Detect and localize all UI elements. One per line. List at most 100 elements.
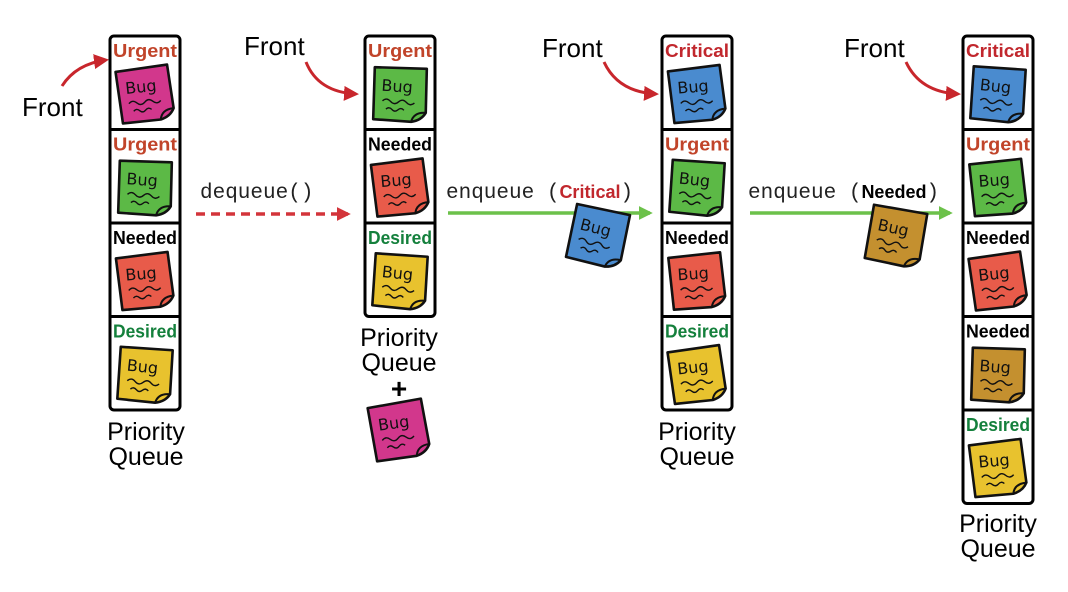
- enqueue-critical-operation: enqueue (Critical): [446, 182, 653, 220]
- note-scribble: [981, 192, 1015, 199]
- note-scribble: [986, 294, 1006, 300]
- priority-label: Desired: [113, 322, 177, 342]
- bug-note: Bug: [116, 159, 174, 217]
- enqueue-word: enqueue: [748, 182, 836, 205]
- bug-text: Bug: [978, 450, 1011, 472]
- enqueue-needed-label: enqueue (Needed): [748, 182, 939, 205]
- paren-close: ): [926, 182, 939, 205]
- queue-title-1: Priority Queue: [107, 418, 185, 471]
- bug-text: Bug: [377, 412, 411, 435]
- note-scribble: [128, 286, 162, 293]
- plus-sign: +: [391, 373, 407, 404]
- front-arrow: [602, 61, 659, 101]
- bug-note: Bug: [667, 251, 727, 311]
- bug-text: Bug: [677, 76, 710, 98]
- note-curl: [154, 393, 171, 404]
- dequeued-bug-note: Bug: [366, 397, 431, 463]
- bug-note: Bug: [114, 250, 175, 312]
- note-scribble: [684, 294, 704, 300]
- enqueue-needed-operation: enqueue (Needed): [748, 182, 953, 220]
- note-curl: [155, 205, 171, 216]
- note-scribble: [580, 246, 599, 253]
- bug-note: Bug: [366, 397, 431, 463]
- note-scribble: [678, 191, 712, 200]
- note-curl: [415, 442, 430, 456]
- paren-close: ): [620, 182, 633, 205]
- note-scribble: [878, 247, 898, 253]
- note-scribble: [680, 99, 714, 106]
- note-curl: [159, 107, 174, 120]
- dequeue-operation: dequeue(): [196, 182, 351, 221]
- priority-label: Urgent: [113, 41, 177, 61]
- note-scribble: [680, 286, 714, 293]
- queue-title-line2: Queue: [659, 443, 734, 471]
- note-scribble: [876, 238, 909, 249]
- front-indicator-1: Front: [22, 54, 109, 122]
- priority-label: Needed: [966, 228, 1030, 248]
- note-curl: [1011, 201, 1027, 214]
- queue-title-line1: Priority: [959, 510, 1037, 538]
- note-scribble: [985, 481, 1005, 487]
- priority-label: Urgent: [665, 135, 729, 155]
- note-scribble: [128, 98, 162, 106]
- queue-title-line2: Queue: [960, 535, 1035, 563]
- bug-text: Bug: [124, 76, 157, 98]
- queue-title-3: Priority Queue: [658, 418, 736, 471]
- note-scribble: [681, 200, 701, 206]
- enqueue-priority: Critical: [559, 182, 620, 202]
- bug-text: Bug: [678, 169, 711, 191]
- note-scribble: [381, 284, 415, 293]
- note-scribble: [982, 106, 1002, 112]
- bug-note: Bug: [369, 157, 430, 218]
- queue-title-2: Priority Queue +: [360, 324, 438, 404]
- note-scribble: [985, 201, 1005, 206]
- bug-note: Bug: [668, 158, 726, 218]
- priority-label: Desired: [966, 415, 1030, 435]
- note-scribble: [980, 378, 1013, 386]
- bug-text: Bug: [676, 356, 709, 378]
- note-scribble: [979, 97, 1013, 106]
- note-scribble: [132, 294, 152, 300]
- front-indicator-2: Front: [244, 31, 359, 101]
- front-indicator-4: Front: [844, 33, 961, 101]
- bug-note: Bug: [967, 250, 1028, 312]
- front-arrow: [304, 61, 359, 101]
- incoming-critical-bug-note: Bug: [564, 202, 632, 268]
- queue-title-4: Priority Queue: [959, 510, 1037, 563]
- bug-text: Bug: [979, 75, 1012, 97]
- note-scribble: [981, 473, 1015, 480]
- bug-note: Bug: [967, 437, 1028, 499]
- note-curl: [711, 107, 726, 120]
- note-curl: [1012, 294, 1027, 307]
- front-label: Front: [542, 33, 603, 63]
- note-scribble: [382, 98, 415, 106]
- note-scribble: [127, 191, 160, 199]
- note-scribble: [129, 387, 149, 393]
- note-scribble: [384, 293, 404, 299]
- note-scribble: [385, 107, 405, 112]
- front-indicator-3: Front: [542, 33, 659, 101]
- priority-label: Critical: [665, 41, 729, 61]
- bug-note: Bug: [969, 65, 1027, 124]
- bug-note: Bug: [969, 346, 1027, 404]
- bug-text: Bug: [126, 356, 159, 378]
- dequeue-label: dequeue(): [200, 182, 313, 205]
- queue-title-line2: Queue: [361, 349, 436, 377]
- bug-note: Bug: [863, 203, 929, 268]
- priority-label: Needed: [113, 228, 177, 248]
- queue-title-line1: Priority: [107, 418, 185, 446]
- bug-text: Bug: [381, 76, 414, 97]
- priority-label: Needed: [665, 228, 729, 248]
